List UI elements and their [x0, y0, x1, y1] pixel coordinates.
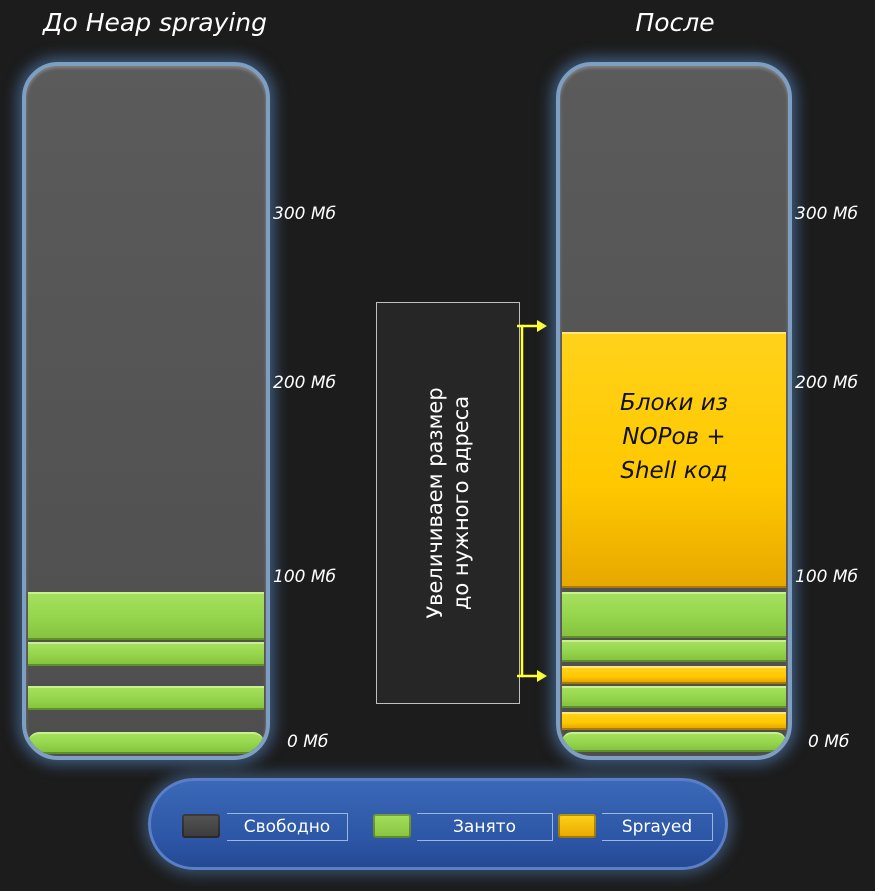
sprayed-large-block: Блоки из NOPов + Shell код — [562, 332, 786, 588]
tick-100-left: 100 Мб — [273, 567, 337, 587]
used-block — [28, 642, 264, 666]
tick-200-left: 200 Мб — [273, 373, 337, 393]
used-block — [562, 640, 786, 662]
legend-label-used: Занято — [417, 813, 553, 841]
legend-swatch-free — [182, 814, 220, 838]
sprayed-text-1: Блоки из — [620, 390, 728, 416]
legend: Свободно Занято Sprayed — [148, 778, 728, 870]
annotation-box: Увеличиваем размер до нужного адреса — [376, 302, 520, 704]
sprayed-text-2: NOPов + — [622, 424, 726, 450]
tick-300-left: 300 Мб — [273, 204, 337, 224]
tick-0-right: 0 Мб — [808, 732, 850, 752]
legend-label-free: Свободно — [227, 813, 348, 841]
used-block — [28, 592, 264, 640]
heap-before-column — [22, 62, 270, 760]
used-block — [562, 686, 786, 708]
legend-swatch-used — [373, 814, 411, 838]
arrow-head-icon — [537, 670, 547, 682]
used-block — [562, 592, 786, 638]
annotation-line-1: Увеличиваем размер — [423, 387, 447, 619]
sprayed-block — [562, 712, 786, 730]
tick-100-right: 100 Мб — [795, 567, 859, 587]
used-block — [28, 686, 264, 710]
tick-300-right: 300 Мб — [795, 204, 859, 224]
tick-0-left: 0 Мб — [287, 732, 329, 752]
annotation-line-2: до нужного адреса — [449, 395, 473, 611]
arrow-head-icon — [537, 320, 547, 332]
sprayed-block — [562, 666, 786, 684]
range-arrow — [517, 320, 547, 682]
legend-label-sprayed: Sprayed — [602, 813, 713, 841]
used-block — [562, 732, 786, 752]
sprayed-text-3: Shell код — [620, 458, 728, 484]
legend-swatch-sprayed — [558, 814, 596, 838]
title-before: До Heap spraying — [42, 8, 268, 37]
title-after: После — [635, 8, 715, 37]
tick-200-right: 200 Мб — [795, 373, 859, 393]
heap-after-column: Блоки из NOPов + Shell код — [556, 62, 792, 760]
used-block — [28, 732, 264, 754]
